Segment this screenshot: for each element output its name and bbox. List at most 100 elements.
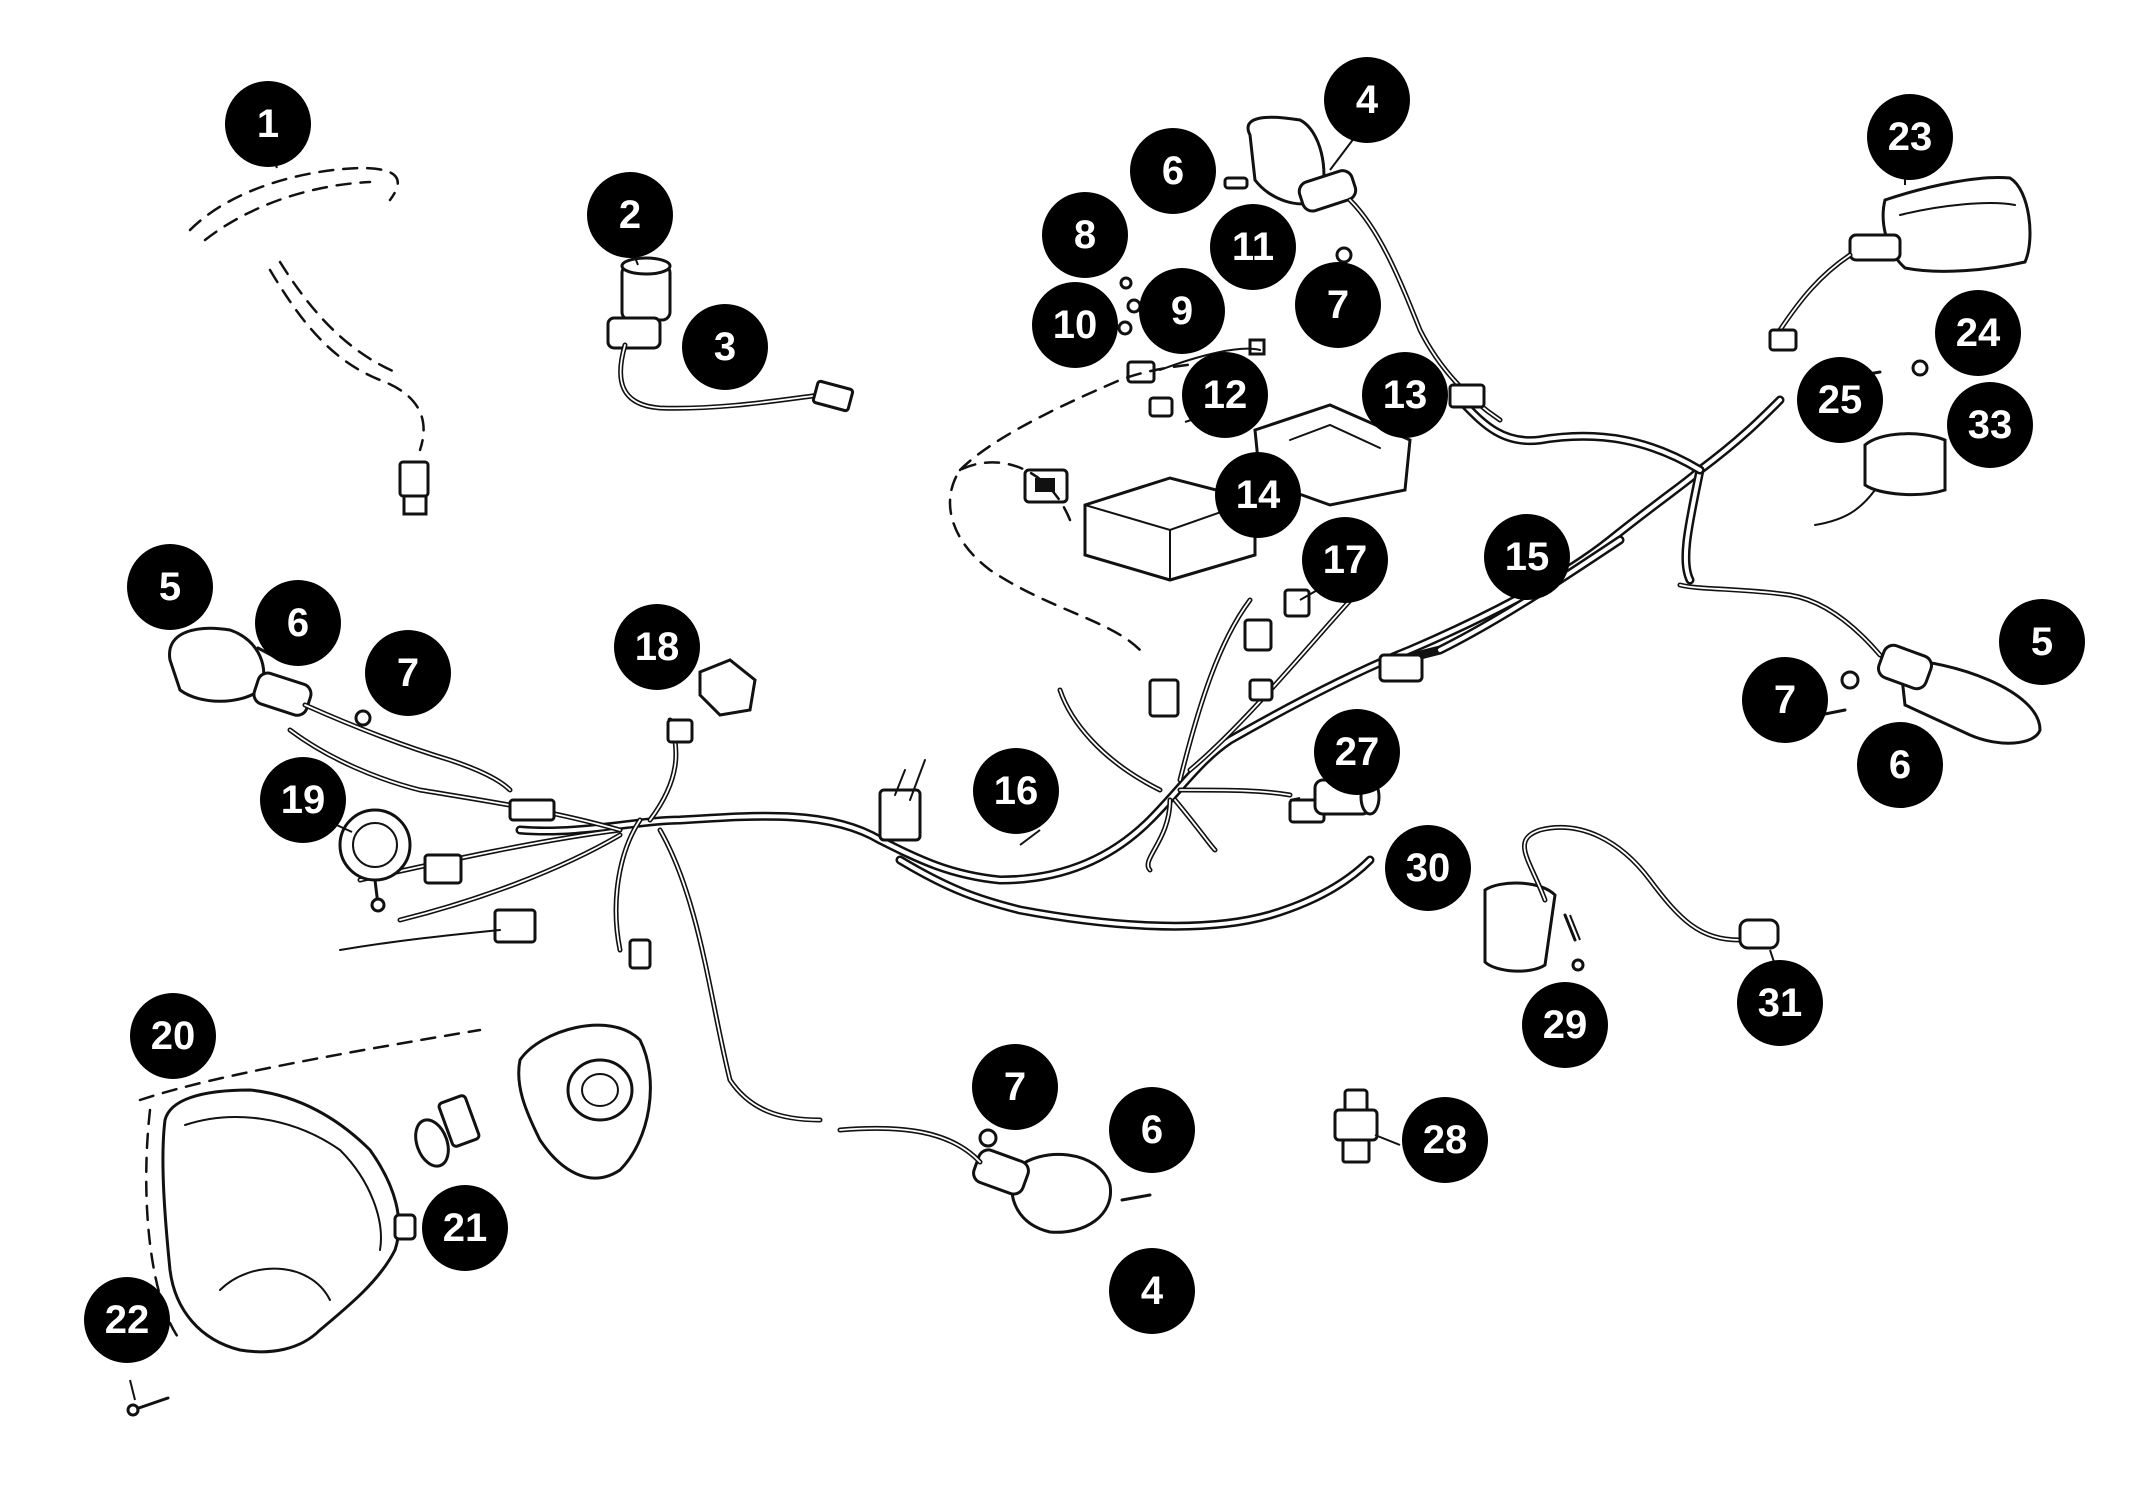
part-relay	[1023, 468, 1069, 504]
callout-9[interactable]: 9	[1139, 268, 1225, 354]
callout-6[interactable]: 6	[1109, 1087, 1195, 1173]
callout-8[interactable]: 8	[1042, 192, 1128, 278]
callout-6[interactable]: 6	[1857, 722, 1943, 808]
callout-16[interactable]: 16	[973, 748, 1059, 834]
svg-text:2: 2	[619, 193, 641, 237]
callout-7[interactable]: 7	[972, 1044, 1058, 1130]
callout-24[interactable]: 24	[1935, 290, 2021, 376]
part-plug-connector	[1126, 347, 1261, 418]
svg-text:15: 15	[1505, 535, 1550, 579]
part-adjust-screw	[126, 1396, 170, 1417]
callout-33[interactable]: 33	[1947, 382, 2033, 468]
callout-5[interactable]: 5	[1999, 599, 2085, 685]
svg-text:28: 28	[1423, 1118, 1468, 1162]
svg-text:8: 8	[1074, 213, 1096, 257]
part-ignition-coil	[1483, 824, 1780, 973]
part-turn-signal-rear-left	[837, 1125, 1152, 1234]
svg-text:23: 23	[1888, 115, 1933, 159]
callout-20[interactable]: 20	[130, 993, 216, 1079]
callout-12[interactable]: 12	[1182, 352, 1268, 438]
part-relay-18	[698, 658, 757, 717]
callout-28[interactable]: 28	[1402, 1097, 1488, 1183]
callout-6[interactable]: 6	[255, 580, 341, 666]
svg-text:24: 24	[1956, 311, 2001, 355]
callout-29[interactable]: 29	[1522, 982, 1608, 1068]
svg-text:11: 11	[1232, 225, 1274, 269]
callout-17[interactable]: 17	[1302, 517, 1388, 603]
part-harness-front-branch	[287, 717, 823, 1123]
svg-text:20: 20	[151, 1014, 196, 1058]
callout-7[interactable]: 7	[365, 630, 451, 716]
callout-25[interactable]: 25	[1797, 357, 1883, 443]
svg-text:16: 16	[994, 769, 1039, 813]
svg-text:19: 19	[281, 778, 326, 822]
svg-text:27: 27	[1335, 730, 1380, 774]
svg-text:17: 17	[1323, 538, 1368, 582]
svg-text:14: 14	[1236, 473, 1281, 517]
callout-11[interactable]: 11	[1210, 204, 1296, 290]
svg-text:7: 7	[1004, 1065, 1026, 1109]
callout-15[interactable]: 15	[1484, 514, 1570, 600]
svg-text:22: 22	[105, 1298, 150, 1342]
svg-text:1: 1	[257, 102, 279, 146]
callout-7[interactable]: 7	[1742, 657, 1828, 743]
part-harness-center-bundle	[878, 358, 1363, 873]
part-bracket-hardware	[1117, 176, 1353, 356]
svg-text:13: 13	[1383, 373, 1428, 417]
callout-23[interactable]: 23	[1867, 94, 1953, 180]
part-flasher-relay	[1814, 432, 1947, 526]
callout-6[interactable]: 6	[1130, 128, 1216, 214]
svg-text:6: 6	[1162, 149, 1184, 193]
svg-text:29: 29	[1543, 1003, 1588, 1047]
svg-text:6: 6	[1889, 743, 1911, 787]
svg-text:10: 10	[1053, 303, 1098, 347]
svg-text:30: 30	[1406, 846, 1451, 890]
svg-text:31: 31	[1758, 981, 1803, 1025]
svg-text:7: 7	[1327, 283, 1349, 327]
svg-text:18: 18	[635, 625, 680, 669]
callout-19[interactable]: 19	[260, 757, 346, 843]
callout-18[interactable]: 18	[614, 604, 700, 690]
part-main-wiring-harness	[515, 383, 1785, 931]
svg-text:12: 12	[1203, 373, 1248, 417]
svg-text:6: 6	[287, 601, 309, 645]
part-bulb-cover	[517, 1023, 652, 1180]
callout-31[interactable]: 31	[1737, 960, 1823, 1046]
callout-22[interactable]: 22	[84, 1277, 170, 1363]
part-turn-signal-rear-right	[1677, 582, 2042, 745]
part-headlight-bulb	[414, 1094, 481, 1168]
callout-3[interactable]: 3	[682, 304, 768, 390]
svg-text:4: 4	[1141, 1269, 1164, 1313]
svg-text:5: 5	[2031, 620, 2053, 664]
svg-text:9: 9	[1171, 289, 1193, 333]
callout-30[interactable]: 30	[1385, 825, 1471, 911]
callout-5[interactable]: 5	[127, 544, 213, 630]
callout-10[interactable]: 10	[1032, 282, 1118, 368]
svg-text:4: 4	[1356, 78, 1379, 122]
callout-14[interactable]: 14	[1215, 452, 1301, 538]
svg-text:21: 21	[443, 1206, 488, 1250]
callout-13[interactable]: 13	[1362, 352, 1448, 438]
part-headlight-housing	[138, 1028, 482, 1354]
svg-text:6: 6	[1141, 1108, 1163, 1152]
callouts: 1 2 3 4 6 8 11 9 10 7 12 13 14 17 15 23 …	[84, 57, 2085, 1363]
callout-27[interactable]: 27	[1314, 709, 1400, 795]
part-speedometer-cable	[188, 166, 430, 516]
part-taillight	[1768, 176, 2032, 352]
callout-4[interactable]: 4	[1109, 1248, 1195, 1334]
callout-2[interactable]: 2	[587, 172, 673, 258]
part-turn-signal-front-left	[168, 626, 513, 793]
callout-7[interactable]: 7	[1295, 262, 1381, 348]
svg-text:5: 5	[159, 565, 181, 609]
callout-4[interactable]: 4	[1324, 57, 1410, 143]
svg-text:7: 7	[397, 651, 419, 695]
part-ignition-switch	[606, 256, 855, 413]
part-oil-pressure-switch	[1333, 1088, 1379, 1164]
svg-text:7: 7	[1774, 678, 1796, 722]
callout-21[interactable]: 21	[422, 1185, 508, 1271]
svg-text:25: 25	[1818, 378, 1863, 422]
svg-text:3: 3	[714, 325, 736, 369]
part-horn	[338, 808, 412, 913]
callout-1[interactable]: 1	[225, 81, 311, 167]
